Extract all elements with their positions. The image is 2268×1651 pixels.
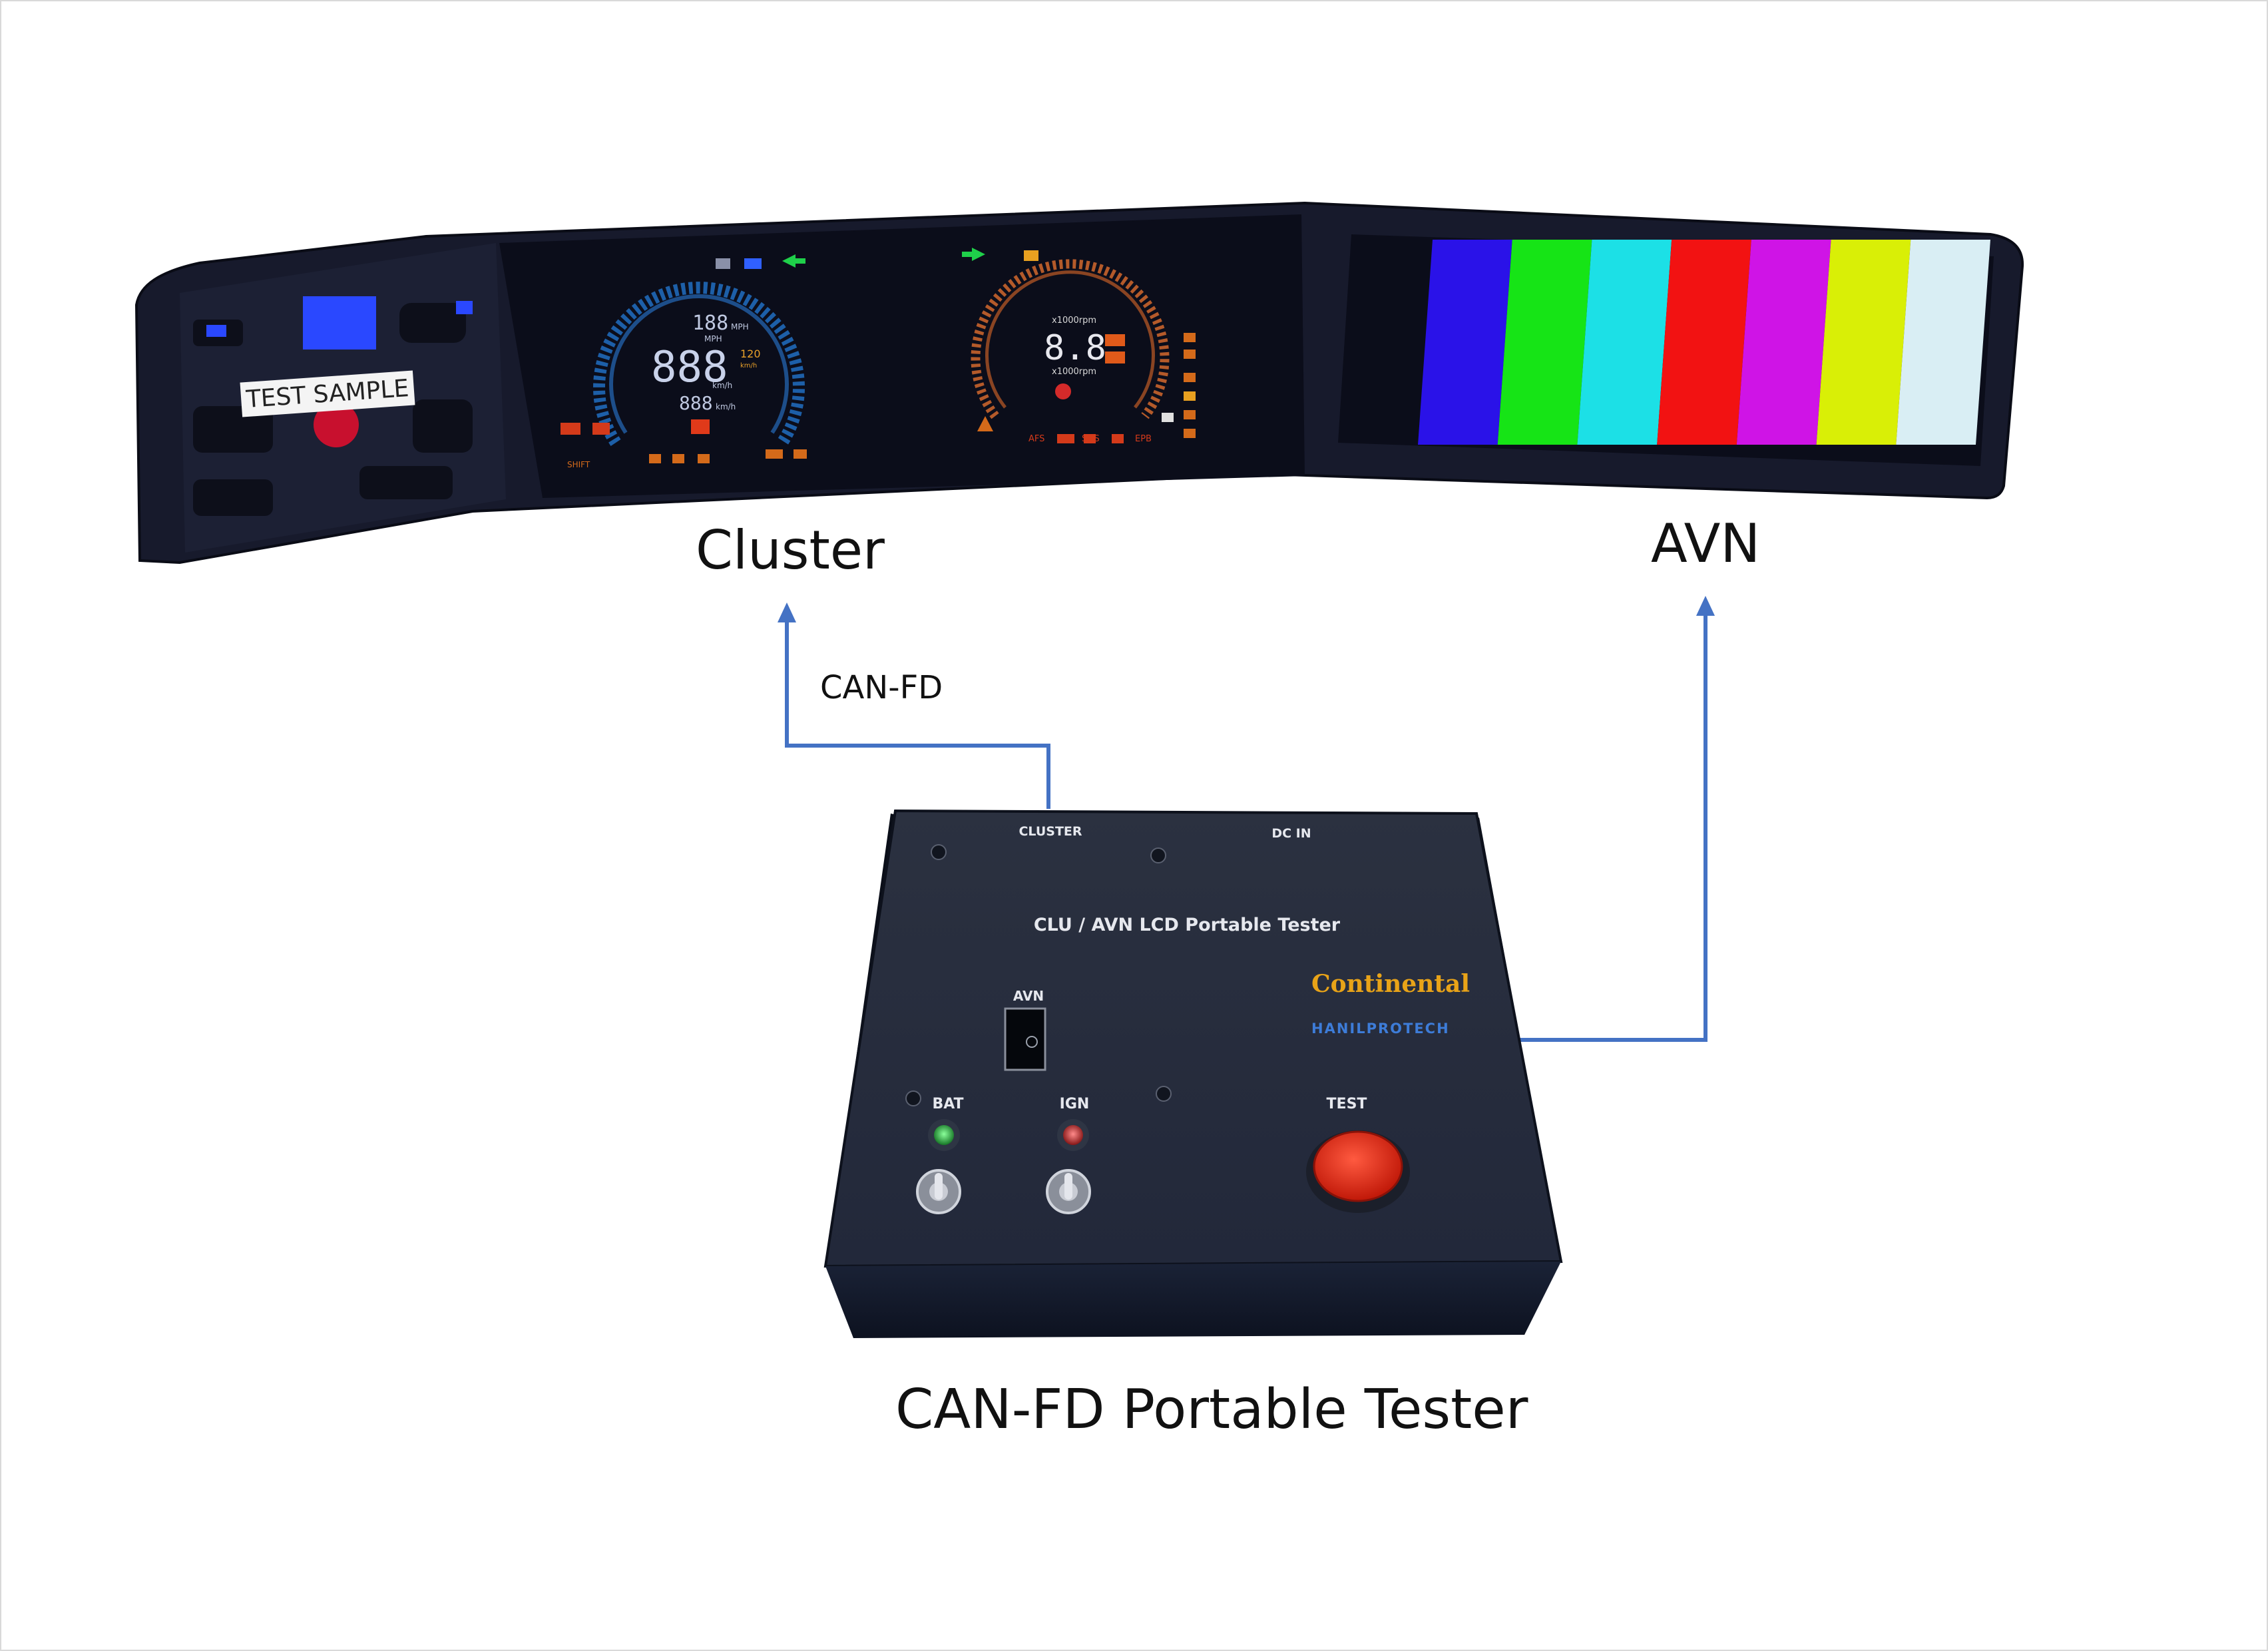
rpm-bottom-unit: x1000rpm bbox=[1052, 367, 1096, 377]
bat-label: BAT bbox=[932, 1096, 963, 1112]
speed-main-digits: 888 bbox=[651, 343, 728, 392]
avn-label: AVN bbox=[1651, 513, 1761, 575]
ign-led bbox=[1063, 1125, 1083, 1145]
rpm-top-unit: x1000rpm bbox=[1052, 316, 1096, 326]
ign-label: IGN bbox=[1060, 1096, 1090, 1112]
dashboard-display: TEST SAMPLE 188 MPH MPH 888 120 km/h km/… bbox=[134, 201, 2024, 565]
epb-indicator: EPB bbox=[1135, 434, 1152, 444]
low-beam-icon bbox=[716, 258, 730, 269]
avn-color-bar-3 bbox=[1577, 240, 1672, 445]
avn-port-pin bbox=[1026, 1036, 1038, 1048]
tester-front-face bbox=[825, 1262, 1561, 1338]
test-label: TEST bbox=[1327, 1096, 1367, 1112]
screw-3 bbox=[1156, 1086, 1172, 1102]
shift-indicator: SHIFT bbox=[567, 460, 590, 469]
speed-gauge: 188 MPH MPH 888 120 km/h km/h 888 km/h bbox=[593, 282, 805, 446]
blue-indicator-small-2 bbox=[456, 301, 473, 314]
speed-sub-unit: km/h bbox=[740, 362, 757, 369]
avn-color-bars bbox=[1418, 240, 1990, 445]
speed-mid-unit: MPH bbox=[704, 334, 722, 344]
panel-button-3 bbox=[193, 406, 273, 453]
speed-kmh-label: km/h bbox=[712, 381, 732, 390]
cluster-label: Cluster bbox=[696, 519, 885, 581]
screw-2 bbox=[1150, 847, 1166, 863]
avn-color-bar-7 bbox=[1896, 240, 1990, 445]
cluster-warning-icons bbox=[561, 333, 1196, 463]
continental-logo: Continental bbox=[1311, 970, 1470, 998]
panel-button-5 bbox=[193, 479, 273, 516]
rpm-main-digits: 8.8 bbox=[1044, 328, 1106, 368]
test-sample-sticker: TEST SAMPLE bbox=[240, 370, 415, 417]
fuel-icon bbox=[691, 419, 710, 434]
screw-1 bbox=[931, 844, 947, 860]
avn-color-bar-4 bbox=[1657, 240, 1751, 445]
dc-in-port-label: DC IN bbox=[1271, 826, 1311, 841]
high-beam-icon bbox=[744, 258, 762, 269]
fog-light-icon bbox=[1024, 250, 1038, 261]
hanilprotech-logo: HANILPROTECH bbox=[1311, 1021, 1450, 1037]
speed-top-digits: 188 bbox=[692, 312, 728, 335]
avn-arrowhead bbox=[1696, 596, 1715, 616]
avn-color-bar-1 bbox=[1418, 240, 1512, 445]
can-fd-label: CAN-FD bbox=[820, 669, 943, 706]
bat-led bbox=[934, 1125, 954, 1145]
panel-button-4 bbox=[413, 399, 473, 453]
can-fd-cluster-line bbox=[785, 622, 1050, 809]
rpm-gauge: x1000rpm 8.8 x1000rpm bbox=[971, 259, 1170, 419]
afs-indicator: AFS bbox=[1028, 434, 1044, 444]
cluster-port-label: CLUSTER bbox=[1019, 824, 1082, 839]
avn-port-connector[interactable] bbox=[1004, 1007, 1046, 1071]
brake-warning-icon bbox=[1055, 383, 1071, 399]
avn-color-bar-6 bbox=[1816, 240, 1911, 445]
screw-4 bbox=[905, 1090, 921, 1106]
cluster-arrowhead bbox=[778, 602, 796, 622]
panel-button-6 bbox=[359, 466, 453, 499]
ign-toggle-switch[interactable] bbox=[1046, 1169, 1091, 1214]
speed-sub-digits: 120 bbox=[740, 348, 761, 360]
turn-signal-right-icon bbox=[962, 248, 985, 261]
turn-signal-left-icon bbox=[782, 254, 805, 268]
blue-indicator-small bbox=[206, 325, 226, 337]
panel-button-1 bbox=[399, 303, 466, 343]
red-knob bbox=[314, 402, 359, 447]
bat-toggle-switch[interactable] bbox=[916, 1169, 961, 1214]
tester-device: CLUSTER DC IN CLU / AVN LCD Portable Tes… bbox=[823, 809, 1563, 1338]
test-button[interactable] bbox=[1313, 1130, 1403, 1202]
device-label: CAN-FD Portable Tester bbox=[895, 1378, 1528, 1441]
speed-top-unit: MPH bbox=[731, 322, 749, 332]
blue-indicator-square bbox=[303, 296, 376, 350]
speed-bottom-unit: km/h bbox=[716, 402, 736, 411]
avn-color-bar-5 bbox=[1736, 240, 1831, 445]
sos-indicator: SOS bbox=[1082, 434, 1100, 444]
tester-panel-title: CLU / AVN LCD Portable Tester bbox=[1034, 915, 1341, 935]
oil-warning-icon bbox=[1105, 352, 1125, 363]
engine-warning-icon bbox=[1105, 334, 1125, 346]
avn-port-label: AVN bbox=[1013, 988, 1044, 1004]
speed-bottom-digits: 888 bbox=[679, 392, 713, 414]
avn-color-bar-2 bbox=[1497, 240, 1592, 445]
